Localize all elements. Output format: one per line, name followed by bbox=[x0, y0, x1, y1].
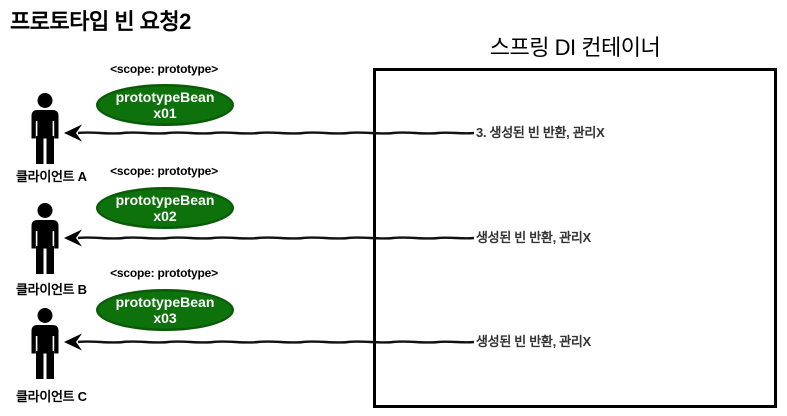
bean-instance: x03 bbox=[153, 310, 177, 326]
bean-instance: x02 bbox=[153, 208, 177, 224]
bean-name: prototypeBean bbox=[115, 89, 215, 105]
client-label: 클라이언트 C bbox=[16, 389, 87, 404]
bean-name: prototypeBean bbox=[115, 192, 215, 208]
client-label: 클라이언트 A bbox=[16, 169, 87, 184]
client-figure bbox=[28, 93, 62, 165]
arrow-label: 생성된 빈 반환, 관리X bbox=[476, 334, 591, 349]
di-container-title: 스프링 DI 컨테이너 bbox=[489, 35, 661, 60]
prototype-bean-node: prototypeBean x03 bbox=[96, 289, 234, 331]
person-icon bbox=[31, 93, 59, 164]
prototype-bean-node: prototypeBean x01 bbox=[96, 84, 234, 126]
person-icon bbox=[31, 308, 59, 379]
return-arrow bbox=[62, 123, 474, 143]
return-arrow bbox=[62, 332, 474, 352]
scope-label: <scope: prototype> bbox=[110, 62, 218, 76]
client-label: 클라이언트 B bbox=[16, 282, 87, 297]
left-arrow-icon bbox=[64, 229, 474, 247]
client-figure bbox=[28, 308, 62, 380]
scope-label: <scope: prototype> bbox=[110, 164, 218, 178]
arrow-label: 생성된 빈 반환, 관리X bbox=[476, 230, 591, 245]
scope-label: <scope: prototype> bbox=[110, 266, 218, 280]
arrow-label: 3. 생성된 빈 반환, 관리X bbox=[476, 125, 605, 140]
client-figure bbox=[28, 203, 62, 275]
left-arrow-icon bbox=[64, 124, 474, 142]
person-icon bbox=[31, 203, 59, 274]
prototype-bean-node: prototypeBean x02 bbox=[96, 187, 234, 229]
page-title: 프로토타입 빈 요청2 bbox=[10, 9, 191, 34]
return-arrow bbox=[62, 228, 474, 248]
bean-name: prototypeBean bbox=[115, 294, 215, 310]
left-arrow-icon bbox=[64, 333, 474, 351]
bean-instance: x01 bbox=[153, 105, 177, 121]
